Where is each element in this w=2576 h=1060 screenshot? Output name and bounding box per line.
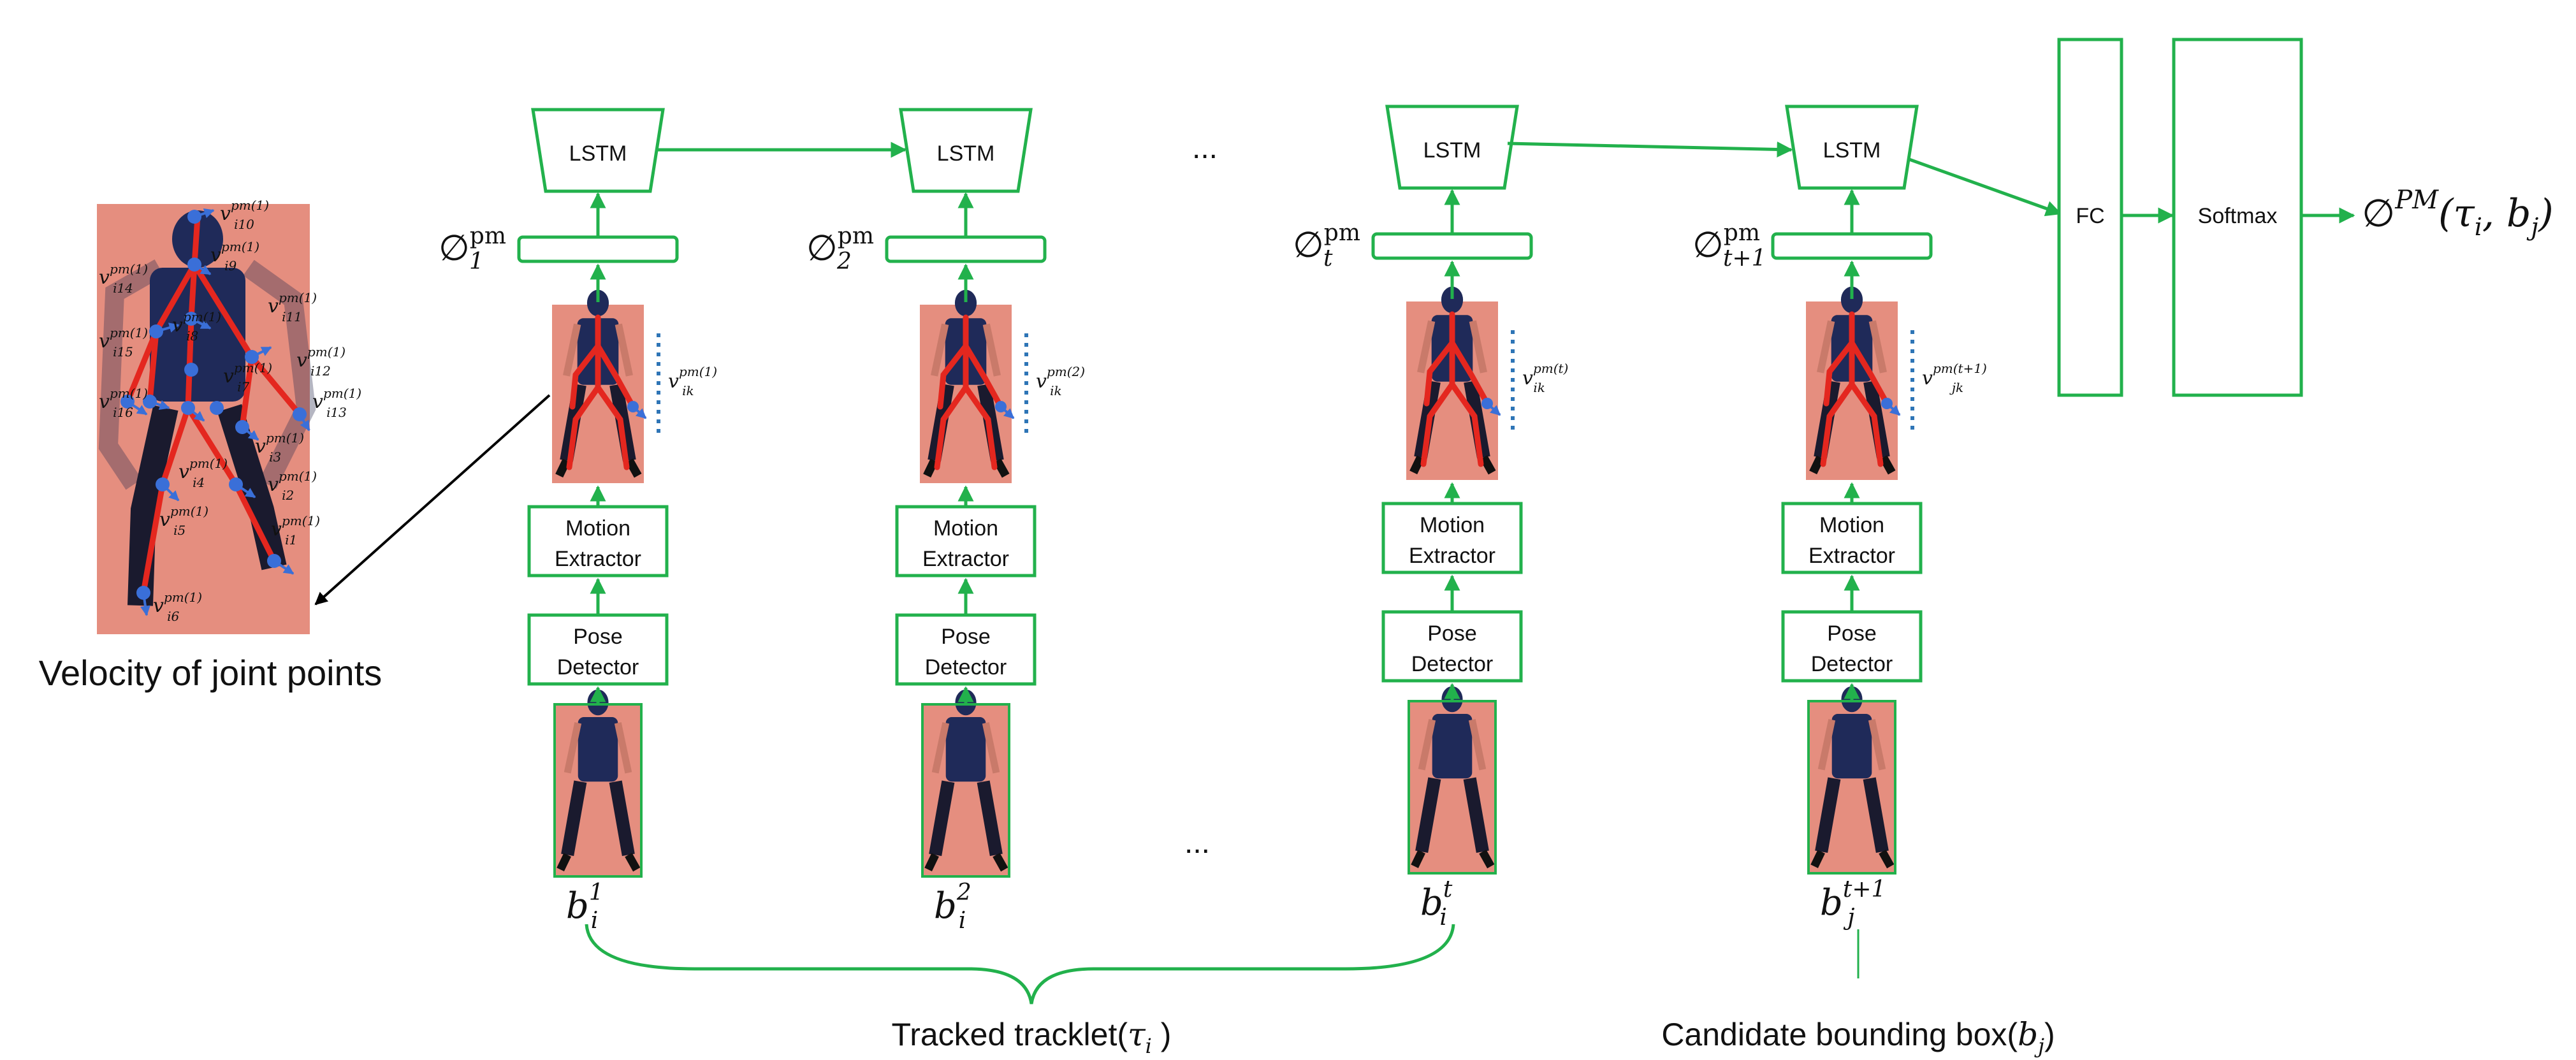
zoom-arrow (314, 394, 551, 606)
pose-detector-line2: Detector (557, 655, 639, 679)
velocity-label: vpm(t+1)jk (1922, 361, 1987, 395)
lstm-label: LSTM (569, 142, 627, 166)
feature-vector (517, 235, 679, 263)
joint-label-i16: vpm(1)i16 (99, 386, 148, 420)
joint-label-i15: vpm(1)i15 (99, 325, 148, 359)
input-crop-image (1807, 686, 1895, 875)
motion-extractor-line2: Extractor (922, 547, 1009, 571)
lstm-label: LSTM (937, 142, 995, 166)
motion-extractor-block (1381, 502, 1523, 574)
joint-label-i12: vpm(1)i12 (296, 344, 346, 379)
feature-vector (1371, 232, 1533, 260)
ellipsis-top: ... (1192, 131, 1218, 165)
lstm-label: LSTM (1423, 138, 1481, 163)
pose-detector-line1: Pose (1427, 621, 1477, 646)
motion-extractor-line2: Extractor (555, 547, 641, 571)
joint-label-i6: vpm(1)i6 (153, 590, 202, 624)
motion-extractor-line1: Motion (933, 516, 998, 541)
pose-estimate-image (1806, 287, 1901, 480)
joint-label-i5: vpm(1)i5 (159, 504, 208, 538)
softmax-layer (2172, 38, 2303, 397)
joint-label-i13: vpm(1)i13 (312, 386, 361, 420)
input-crop-image (921, 690, 1009, 878)
pose-detector-block (895, 613, 1037, 686)
joint-label-i7: vpm(1)i7 (223, 360, 272, 395)
softmax-label: Softmax (2198, 204, 2278, 228)
joint-label-i3: vpm(1)i3 (255, 430, 304, 465)
pose-detector-line1: Pose (941, 625, 991, 649)
ellipsis-bottom: ... (1184, 826, 1210, 860)
motion-extractor-block (527, 505, 669, 577)
joint-label-i1: vpm(1)i1 (271, 513, 320, 548)
motion-extractor-block (1781, 502, 1923, 574)
tracked-tracklet-label: Tracked tracklet(τi ) (892, 1016, 1172, 1058)
velocity-caption: Velocity of joint points (39, 653, 382, 693)
pose-estimate-image (552, 290, 647, 483)
motion-extractor-block (895, 505, 1037, 577)
feature-vector (1771, 232, 1933, 260)
pose-detector-block (527, 613, 669, 686)
joint-label-i11: vpm(1)i11 (268, 290, 317, 324)
velocity-label: vpm(1)ik (668, 364, 717, 398)
lstm-link-t-t1 (1507, 141, 1793, 157)
motion-extractor-line1: Motion (565, 516, 630, 541)
joint-velocity-panel: vpm(1)i10 vpm(1)i9 vpm(1)i14 vpm(1)i11 v… (39, 198, 382, 693)
pose-detector-line2: Detector (1411, 652, 1494, 676)
pose-detector-line1: Pose (573, 625, 623, 649)
pose-detector-line2: Detector (1811, 652, 1893, 676)
feature-vector (885, 235, 1047, 263)
pose-detector-block (1781, 610, 1923, 683)
velocity-label: vpm(2)ik (1036, 364, 1085, 398)
joint-velocity-labels: vpm(1)i10 vpm(1)i9 vpm(1)i14 vpm(1)i11 v… (99, 198, 361, 624)
fc-label: FC (2076, 204, 2104, 228)
pose-estimate-image (920, 290, 1015, 483)
input-crop-image (1408, 686, 1495, 875)
output-score: ∅PM(τi, bj) (2362, 185, 2554, 241)
pose-detector-line1: Pose (1827, 621, 1877, 646)
pose-estimate-image (1406, 287, 1501, 480)
tracklet-brace (585, 924, 1455, 1005)
motion-extractor-line1: Motion (1420, 513, 1485, 537)
input-crop-image (553, 690, 641, 878)
candidate-box-label: Candidate bounding box(bj) (1661, 1016, 2055, 1058)
joint-label-i10: vpm(1)i10 (220, 198, 269, 232)
joint-label-i8: vpm(1)i8 (172, 309, 221, 344)
joint-label-i14: vpm(1)i14 (99, 261, 148, 296)
pose-detector-block (1381, 610, 1523, 683)
lstm-label: LSTM (1823, 138, 1881, 163)
motion-extractor-line2: Extractor (1409, 544, 1495, 568)
motion-extractor-line1: Motion (1819, 513, 1884, 537)
lstm-block (899, 108, 1033, 193)
lstm-block (1385, 105, 1519, 190)
lstm-block (531, 108, 665, 193)
pose-detector-line2: Detector (925, 655, 1007, 679)
lstm-block (1785, 105, 1919, 190)
motion-extractor-line2: Extractor (1808, 544, 1895, 568)
velocity-label: vpm(t)ik (1522, 361, 1568, 395)
fc-layer (2057, 38, 2123, 397)
joint-label-i2: vpm(1)i2 (268, 468, 317, 503)
joint-label-i4: vpm(1)i4 (178, 456, 228, 490)
lstm-to-fc-arrow (1909, 157, 2062, 217)
joint-label-i9: vpm(1)i9 (210, 239, 259, 273)
